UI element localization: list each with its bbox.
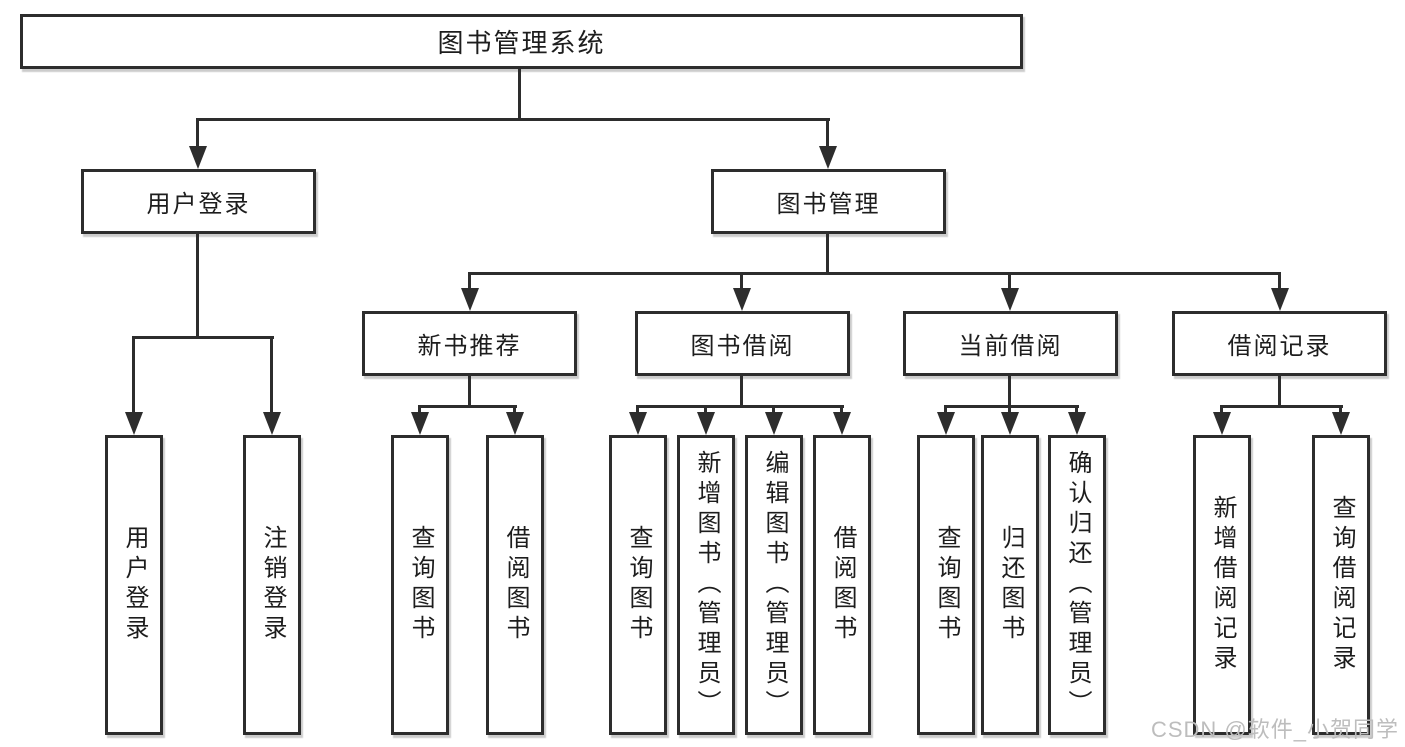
csdn-watermark: CSDN @软件_小贺同学 <box>1150 717 1399 742</box>
connector-new-book-feed-line <box>468 376 471 407</box>
leaf-current-return-book: 归还图书 <box>981 435 1039 735</box>
leaf-current-return-book-label: 归还图书 <box>997 525 1024 645</box>
leaf-record-query-borrow-record-label: 查询借阅记录 <box>1328 495 1355 675</box>
leaf-new-book-query-book: 查询图书 <box>391 435 449 735</box>
node-user-login-label: 用户登录 <box>146 191 251 218</box>
arrowhead-nb-query <box>411 412 429 435</box>
node-new-book-recommendation: 新书推荐 <box>362 311 577 376</box>
leaf-current-confirm-return-admin: 确认归还（管理员） <box>1048 435 1106 735</box>
arrowhead-br-add <box>1213 412 1231 435</box>
arrowhead-bb-add <box>697 412 715 435</box>
leaf-borrow-edit-book-admin: 编辑图书（管理员） <box>745 435 803 735</box>
connector-arrow-stem-book-borrow <box>740 272 743 294</box>
arrowhead-bb-borrow <box>833 412 851 435</box>
node-new-book-recommendation-label: 新书推荐 <box>417 333 522 360</box>
arrowhead-new-book <box>461 288 479 311</box>
arrowhead-leaf-login <box>125 412 143 435</box>
connector-arrow-stem-borrow-record <box>1278 272 1281 294</box>
leaf-borrow-query-book: 查询图书 <box>609 435 667 735</box>
arrowhead-book-borrow <box>733 288 751 311</box>
node-current-borrowing: 当前借阅 <box>903 311 1118 376</box>
arrowhead-br-query <box>1332 412 1350 435</box>
node-user-login: 用户登录 <box>81 169 316 234</box>
leaf-new-book-borrow-book: 借阅图书 <box>486 435 544 735</box>
connector-user-login-branch-line <box>132 336 274 339</box>
connector-borrow-record-branch-line <box>1220 405 1343 408</box>
leaf-logout-label: 注销登录 <box>259 525 286 645</box>
leaf-user-login: 用户登录 <box>105 435 163 735</box>
connector-borrow-record-feed-line <box>1278 376 1281 407</box>
arrowhead-cb-query <box>937 412 955 435</box>
connector-book-management-feed-line <box>826 234 829 275</box>
leaf-logout: 注销登录 <box>243 435 301 735</box>
node-book-management: 图书管理 <box>711 169 946 234</box>
arrowhead-current-borrow <box>1001 288 1019 311</box>
connector-book-borrow-feed-line <box>740 376 743 407</box>
node-library-management-system-label: 图书管理系统 <box>437 28 606 58</box>
connector-arrow-stem-user-login <box>196 118 199 152</box>
leaf-current-confirm-return-admin-label: 确认归还（管理员） <box>1064 450 1091 720</box>
arrowhead-cb-confirm <box>1068 412 1086 435</box>
connector-arrow-stem-new-book <box>468 272 471 294</box>
connector-current-borrow-feed-line <box>1008 376 1011 407</box>
arrowhead-book-management <box>819 146 837 169</box>
leaf-current-query-book: 查询图书 <box>917 435 975 735</box>
leaf-user-login-label: 用户登录 <box>121 525 148 645</box>
arrowhead-bb-query <box>629 412 647 435</box>
arrowhead-user-login <box>189 146 207 169</box>
arrowhead-leaf-logout <box>263 412 281 435</box>
arrowhead-cb-return <box>1001 412 1019 435</box>
connector-arrow-stem-leaf-login <box>132 336 135 420</box>
connector-user-login-feed-line <box>196 234 199 336</box>
node-borrowing-records-label: 借阅记录 <box>1227 333 1332 360</box>
connector-arrow-stem-current-borrow <box>1008 272 1011 294</box>
node-book-management-label: 图书管理 <box>776 191 881 218</box>
connector-arrow-stem-leaf-logout <box>270 336 273 420</box>
connector-current-borrow-branch-line <box>944 405 1079 408</box>
leaf-borrow-borrow-book-label: 借阅图书 <box>829 525 856 645</box>
connector-arrow-stem-book-management <box>826 118 829 152</box>
leaf-borrow-borrow-book: 借阅图书 <box>813 435 871 735</box>
arrowhead-nb-borrow <box>506 412 524 435</box>
connector-new-book-branch-line <box>418 405 517 408</box>
connector-root-branch-line <box>196 118 830 121</box>
connector-book-management-branch-line <box>468 272 1281 275</box>
leaf-record-query-borrow-record: 查询借阅记录 <box>1312 435 1370 735</box>
connector-book-borrow-branch-line <box>636 405 844 408</box>
node-borrowing-records: 借阅记录 <box>1172 311 1387 376</box>
connector-root-feed-line <box>518 69 521 121</box>
leaf-record-add-borrow-record: 新增借阅记录 <box>1193 435 1251 735</box>
node-book-borrowing: 图书借阅 <box>635 311 850 376</box>
node-library-management-system: 图书管理系统 <box>20 14 1023 69</box>
leaf-borrow-edit-book-admin-label: 编辑图书（管理员） <box>761 450 788 720</box>
leaf-borrow-query-book-label: 查询图书 <box>625 525 652 645</box>
leaf-borrow-add-book-admin: 新增图书（管理员） <box>677 435 735 735</box>
leaf-current-query-book-label: 查询图书 <box>933 525 960 645</box>
leaf-new-book-borrow-book-label: 借阅图书 <box>502 525 529 645</box>
leaf-borrow-add-book-admin-label: 新增图书（管理员） <box>693 450 720 720</box>
node-book-borrowing-label: 图书借阅 <box>690 333 795 360</box>
leaf-record-add-borrow-record-label: 新增借阅记录 <box>1209 495 1236 675</box>
leaf-new-book-query-book-label: 查询图书 <box>407 525 434 645</box>
node-current-borrowing-label: 当前借阅 <box>958 333 1063 360</box>
arrowhead-bb-edit <box>765 412 783 435</box>
arrowhead-borrow-record <box>1271 288 1289 311</box>
